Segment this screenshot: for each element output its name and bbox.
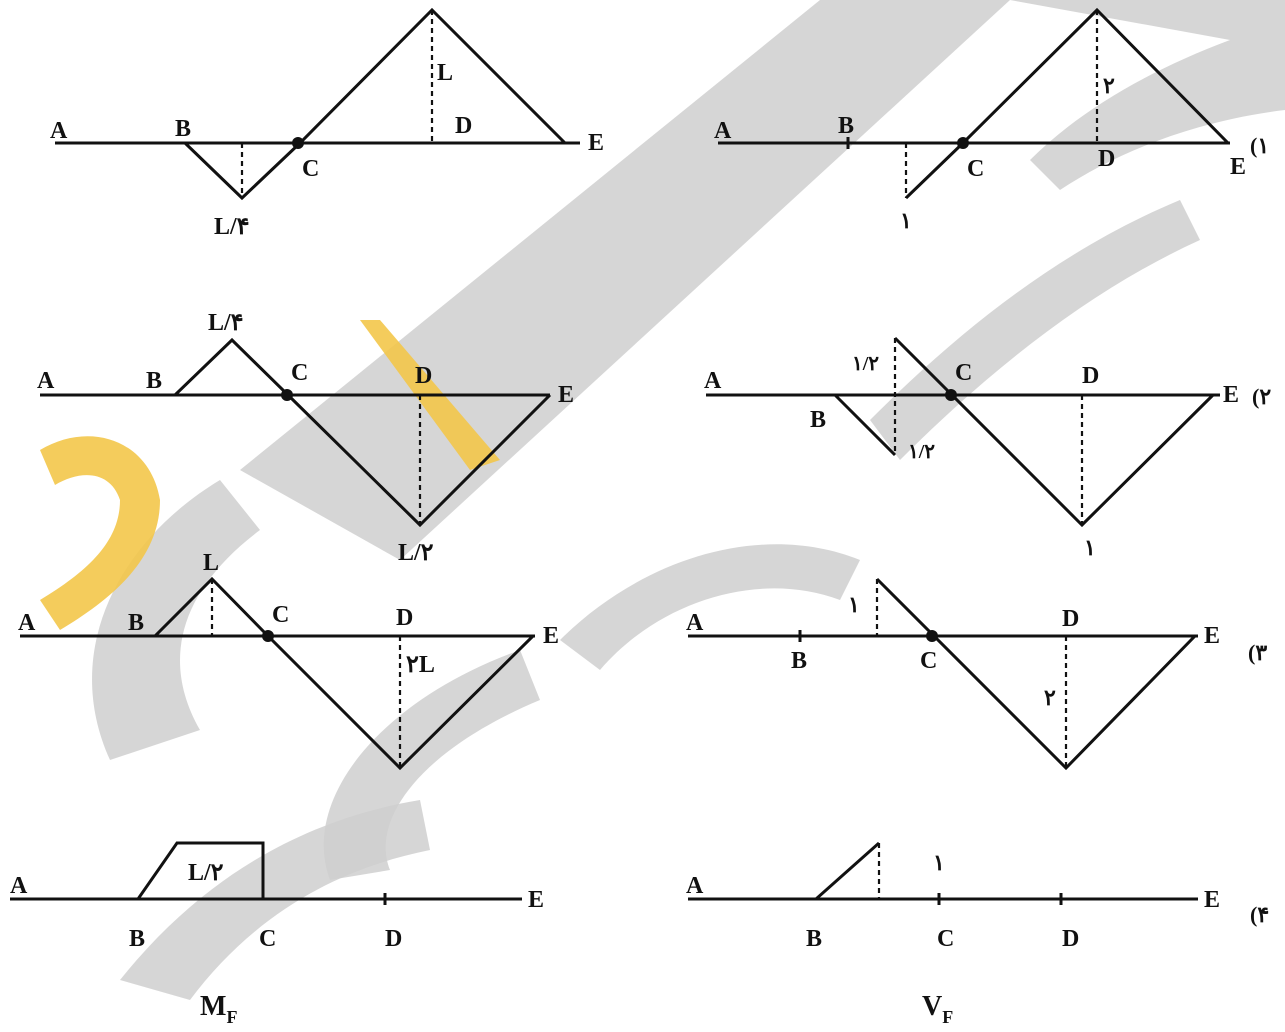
value-label: L/۴	[214, 214, 250, 240]
column-captions: MF VF	[200, 991, 953, 1027]
influence-line	[183, 7, 567, 201]
shear-column-caption: VF	[922, 991, 953, 1027]
point-e-label: E	[543, 623, 559, 649]
caption-m: M	[200, 991, 226, 1022]
point-a-label: A	[714, 118, 732, 144]
value-label: ۲	[1044, 685, 1056, 710]
value-label: ۱	[1084, 535, 1096, 560]
value-label: ۱	[900, 208, 912, 233]
watermark-letter-4	[870, 200, 1200, 460]
shear-diagram-2: A B C D E ۱/۲ ۱/۲ ۱	[704, 336, 1239, 560]
point-d-label: D	[1062, 606, 1079, 632]
point-e-label: E	[588, 130, 604, 156]
moment-diagram-1: A B C D E L/۴ L	[50, 7, 604, 240]
value-label: L/۲	[398, 540, 434, 566]
option-1: A B C D E L/۴ L A B C D E ۱ ۲ (۱	[50, 7, 1269, 240]
watermark-letter-1	[92, 480, 261, 760]
point-b-label: B	[791, 648, 807, 674]
value-label: L	[203, 550, 219, 576]
value-label: ۱	[933, 850, 945, 875]
point-a-label: A	[50, 118, 68, 144]
point-b-label: B	[128, 610, 144, 636]
value-label: ۲	[1103, 73, 1115, 98]
point-a-label: A	[686, 610, 704, 636]
moment-diagram-4: A B C D E L/۲	[10, 841, 544, 952]
moment-diagram-3: A B C D E L ۲L	[18, 550, 559, 771]
caption-v-sub: F	[942, 1007, 953, 1027]
point-d-label: D	[1062, 926, 1079, 952]
point-c-label: C	[259, 926, 276, 952]
shear-diagram-1: A B C D E ۱ ۲	[714, 7, 1246, 233]
point-b-label: B	[806, 926, 822, 952]
point-d-label: D	[385, 926, 402, 952]
watermark-pen-body	[240, 0, 1010, 560]
hinge-c	[281, 389, 293, 401]
caption-m-sub: F	[226, 1007, 237, 1027]
watermark-yellow-letter	[40, 436, 160, 630]
point-b-label: B	[175, 116, 191, 142]
option-number: (۳	[1248, 640, 1267, 665]
influence-line	[875, 577, 1197, 771]
point-b-label: B	[146, 368, 162, 394]
shear-diagram-3: A B C D E ۱ ۲	[686, 577, 1220, 771]
point-c-label: C	[920, 648, 937, 674]
value-label: ۱/۲	[852, 353, 879, 375]
point-d-label: D	[1098, 146, 1115, 172]
value-label: L/۴	[208, 310, 244, 336]
influence-line-left	[904, 141, 965, 200]
point-c-label: C	[291, 360, 308, 386]
point-e-label: E	[528, 887, 544, 913]
moment-diagram-2: A B C D E L/۴ L/۲	[37, 310, 574, 566]
point-a-label: A	[18, 610, 36, 636]
option-number: (۴	[1250, 902, 1269, 927]
watermark-letter-3	[560, 544, 860, 670]
option-3: A B C D E L ۲L A B C D E ۱ ۲ (۳	[18, 550, 1267, 771]
point-b-label: B	[129, 926, 145, 952]
hinge-c	[292, 137, 304, 149]
point-c-label: C	[937, 926, 954, 952]
point-d-label: D	[1082, 363, 1099, 389]
hinge-c	[262, 630, 274, 642]
point-e-label: E	[1230, 154, 1246, 180]
moment-column-caption: MF	[200, 991, 237, 1027]
shear-diagram-4: A B C D E ۱	[686, 841, 1220, 952]
option-4: A B C D E L/۲ A B C D E ۱ (۴	[10, 841, 1269, 952]
value-label: ۱	[848, 592, 860, 617]
influence-line-left	[833, 393, 897, 457]
point-d-label: D	[415, 363, 432, 389]
point-a-label: A	[37, 368, 55, 394]
option-number: (۱	[1250, 133, 1269, 158]
option-2: A B C D E L/۴ L/۲ A B C D E ۱/۲ ۱/۲ ۱ (۲	[37, 310, 1271, 566]
point-c-label: C	[967, 156, 984, 182]
point-c-label: C	[955, 360, 972, 386]
point-c-label: C	[272, 602, 289, 628]
value-label: L	[437, 60, 453, 86]
point-a-label: A	[10, 873, 28, 899]
point-d-label: D	[455, 113, 472, 139]
option-number: (۲	[1252, 384, 1271, 409]
point-b-label: B	[810, 407, 826, 433]
point-d-label: D	[396, 605, 413, 631]
point-a-label: A	[686, 873, 704, 899]
value-label: ۱/۲	[908, 441, 935, 463]
influence-line	[815, 841, 880, 901]
point-e-label: E	[1204, 887, 1220, 913]
hinge-c	[926, 630, 938, 642]
point-a-label: A	[704, 368, 722, 394]
hinge-c	[957, 137, 969, 149]
caption-v: V	[922, 991, 942, 1022]
point-e-label: E	[1204, 623, 1220, 649]
value-label: L/۲	[188, 860, 224, 886]
value-label: ۲L	[406, 652, 435, 678]
influence-line	[136, 841, 265, 900]
point-e-label: E	[558, 382, 574, 408]
point-b-label: B	[838, 113, 854, 139]
hinge-c	[945, 389, 957, 401]
point-e-label: E	[1223, 382, 1239, 408]
point-c-label: C	[302, 156, 319, 182]
